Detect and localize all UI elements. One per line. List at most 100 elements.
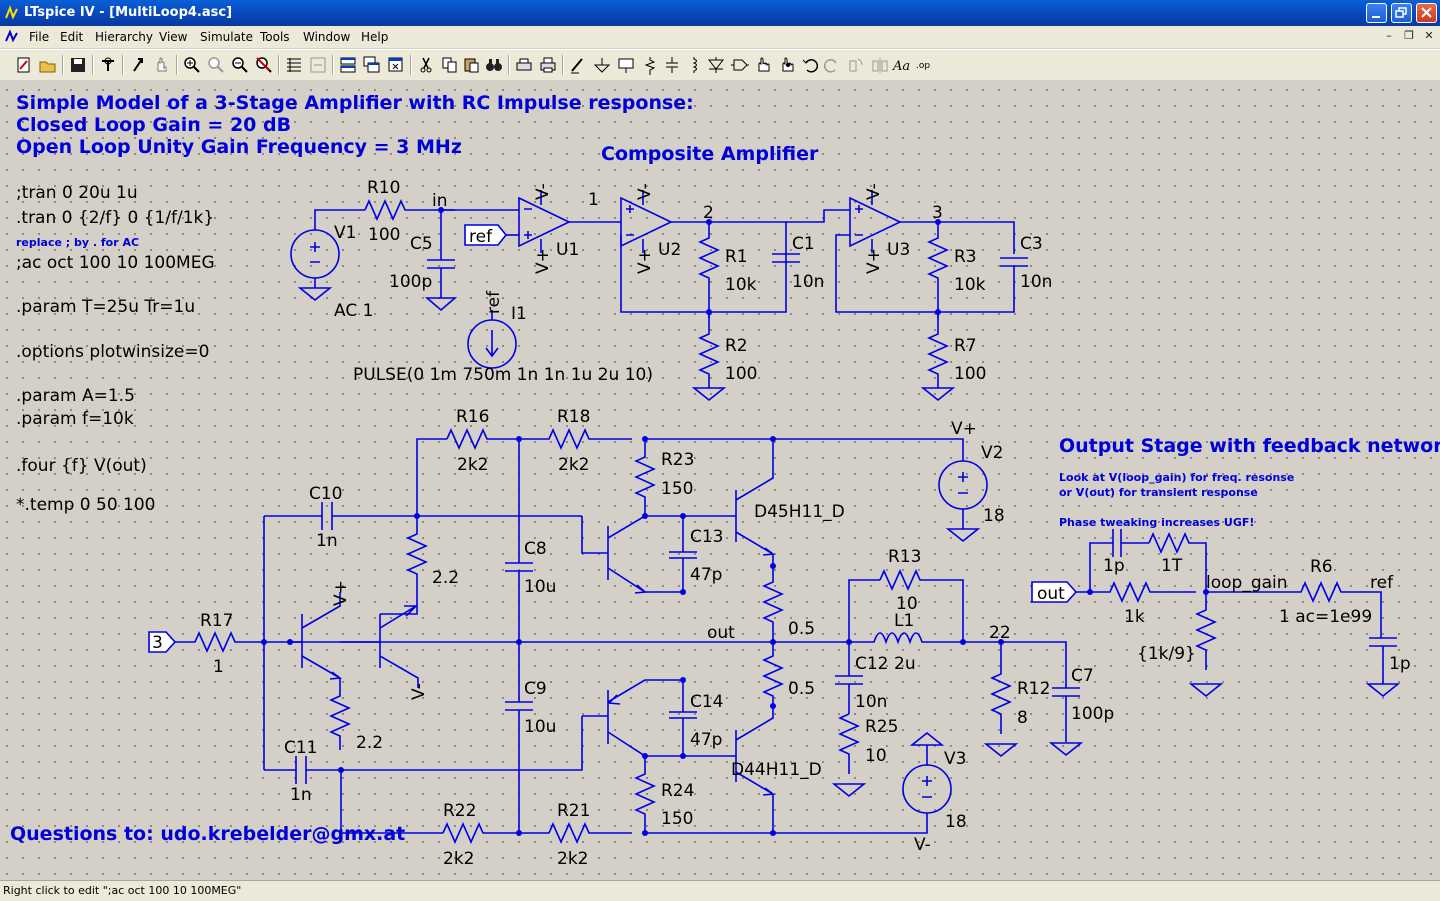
cut-icon[interactable] — [416, 55, 436, 75]
text-icon[interactable]: Aa — [892, 55, 912, 75]
zoom-pan-icon[interactable] — [206, 55, 226, 75]
menu-hierarchy[interactable]: Hierarchy — [95, 30, 154, 44]
drag-icon[interactable] — [778, 55, 798, 75]
capacitor-c13[interactable] — [669, 551, 697, 559]
menu-edit[interactable]: Edit — [60, 30, 84, 44]
composite-amplifier-comment[interactable]: Composite Amplifier — [601, 143, 819, 165]
voltage-source-v2[interactable] — [938, 460, 988, 543]
redo-icon[interactable] — [822, 55, 842, 75]
transistor-q-predriver-top[interactable] — [581, 515, 647, 594]
resistor-1t[interactable] — [1148, 532, 1207, 592]
capacitor-c1[interactable] — [772, 253, 800, 263]
resistor-0-5-top[interactable] — [762, 566, 784, 642]
resistor-r10[interactable] — [364, 199, 455, 221]
transistor-q-predriver-bottom[interactable] — [582, 679, 646, 757]
phase-tweak-comment[interactable]: Phase tweaking increases UGF! — [1059, 516, 1254, 529]
transistor-q-second[interactable] — [379, 605, 419, 688]
autorange-icon[interactable] — [284, 55, 304, 75]
capacitor-c9[interactable] — [505, 701, 533, 711]
look-at-comment-1[interactable]: Look at V(loop_gain) for freq. resonse — [1059, 471, 1294, 484]
resistor-2-2-top[interactable] — [380, 516, 428, 615]
mdi-restore-icon[interactable]: ❐ — [1404, 29, 1414, 42]
header-comment-1[interactable]: Simple Model of a 3-Stage Amplifier with… — [16, 92, 694, 114]
resistor-r22[interactable] — [442, 822, 519, 844]
net-flag-ref[interactable] — [464, 224, 519, 246]
directive-options[interactable]: .options plotwinsize=0 — [16, 342, 209, 362]
resistor-r7[interactable] — [920, 312, 956, 402]
wire-icon[interactable] — [568, 55, 588, 75]
new-schematic-icon[interactable] — [14, 55, 34, 75]
directive-temp[interactable]: *.temp 0 50 100 — [16, 495, 156, 515]
resistor-r1[interactable] — [698, 222, 720, 318]
resistor-r3[interactable] — [927, 222, 949, 318]
menu-view[interactable]: View — [159, 30, 188, 44]
directive-tran1[interactable]: ;tran 0 20u 1u — [16, 183, 138, 203]
inductor-l1[interactable] — [849, 632, 963, 645]
capacitor-c14[interactable] — [669, 711, 697, 719]
label-icon[interactable] — [616, 55, 636, 75]
voltage-source-v3[interactable] — [902, 731, 952, 814]
directive-param-t[interactable]: .param T=25u Tr=1u — [16, 297, 195, 317]
capacitor-c12[interactable] — [835, 675, 863, 685]
cascade-icon[interactable] — [362, 55, 382, 75]
print-icon[interactable] — [538, 55, 558, 75]
control-panel-icon[interactable] — [98, 55, 118, 75]
maximize-button[interactable] — [1391, 3, 1412, 23]
questions-comment[interactable]: Questions to: udo.krebelder@gmx.at — [10, 823, 405, 845]
directive-ac[interactable]: ;ac oct 100 10 100MEG — [16, 253, 215, 273]
menu-simulate[interactable]: Simulate — [200, 30, 254, 44]
header-comment-2[interactable]: Closed Loop Gain = 20 dB — [16, 114, 291, 136]
current-source-i1[interactable] — [467, 310, 517, 369]
move-icon[interactable] — [754, 55, 774, 75]
capacitor-icon[interactable] — [662, 55, 682, 75]
save-icon[interactable] — [68, 55, 88, 75]
menu-help[interactable]: Help — [361, 30, 389, 44]
voltage-source-v1[interactable] — [290, 209, 365, 302]
document-icon[interactable] — [4, 29, 20, 45]
ltspice-app-icon[interactable] — [4, 5, 20, 21]
capacitor-1p-feedback[interactable] — [1112, 529, 1122, 557]
run-icon[interactable] — [128, 55, 148, 75]
schematic-canvas[interactable]: Simple Model of a 3-Stage Amplifier with… — [0, 80, 1440, 880]
directive-four[interactable]: .four {f} V(out) — [16, 456, 147, 476]
resistor-r12[interactable] — [983, 642, 1019, 758]
resistor-r23[interactable] — [634, 439, 656, 516]
component-icon[interactable] — [730, 55, 750, 75]
resistor-1k-9[interactable] — [1188, 592, 1224, 698]
opamp-u1[interactable] — [518, 190, 621, 253]
resistor-r16[interactable] — [446, 428, 518, 450]
net-flag-out[interactable] — [1031, 581, 1078, 603]
resistor-r24[interactable] — [634, 756, 656, 833]
zoom-cancel-icon[interactable] — [254, 55, 274, 75]
resistor-icon[interactable] — [640, 55, 660, 75]
menu-window[interactable]: Window — [303, 30, 351, 44]
paste-icon[interactable] — [462, 55, 482, 75]
print-setup-icon[interactable] — [514, 55, 534, 75]
rotate-icon[interactable] — [846, 55, 866, 75]
halt-icon[interactable] — [152, 55, 172, 75]
diode-icon[interactable] — [706, 55, 726, 75]
resistor-2-2-bottom[interactable] — [329, 678, 351, 750]
menu-file[interactable]: File — [29, 30, 50, 44]
mirror-icon[interactable] — [870, 55, 890, 75]
capacitor-c8[interactable] — [505, 562, 533, 572]
net-flag-3[interactable] — [148, 631, 177, 653]
resistor-0-5-bottom[interactable] — [762, 642, 784, 708]
minimize-button[interactable] — [1366, 3, 1387, 23]
capacitor-c7[interactable] — [1048, 687, 1084, 757]
directive-param-f[interactable]: .param f=10k — [16, 409, 134, 429]
undo-icon[interactable] — [800, 55, 820, 75]
menu-tools[interactable]: Tools — [260, 30, 290, 44]
look-at-comment-2[interactable]: or V(out) for transient response — [1059, 486, 1258, 499]
capacitor-c11[interactable] — [295, 756, 307, 784]
close-button[interactable] — [1416, 3, 1437, 23]
resistor-r25[interactable] — [831, 713, 867, 798]
open-icon[interactable] — [38, 55, 58, 75]
mdi-minimize-icon[interactable]: – — [1386, 29, 1392, 42]
output-stage-comment[interactable]: Output Stage with feedback network — [1059, 435, 1440, 457]
resistor-r13[interactable] — [879, 569, 935, 591]
resistor-1k[interactable] — [1090, 581, 1196, 603]
ground-icon[interactable] — [592, 55, 612, 75]
resistor-r6[interactable] — [1206, 581, 1382, 638]
zoom-extents-icon[interactable] — [308, 55, 328, 75]
